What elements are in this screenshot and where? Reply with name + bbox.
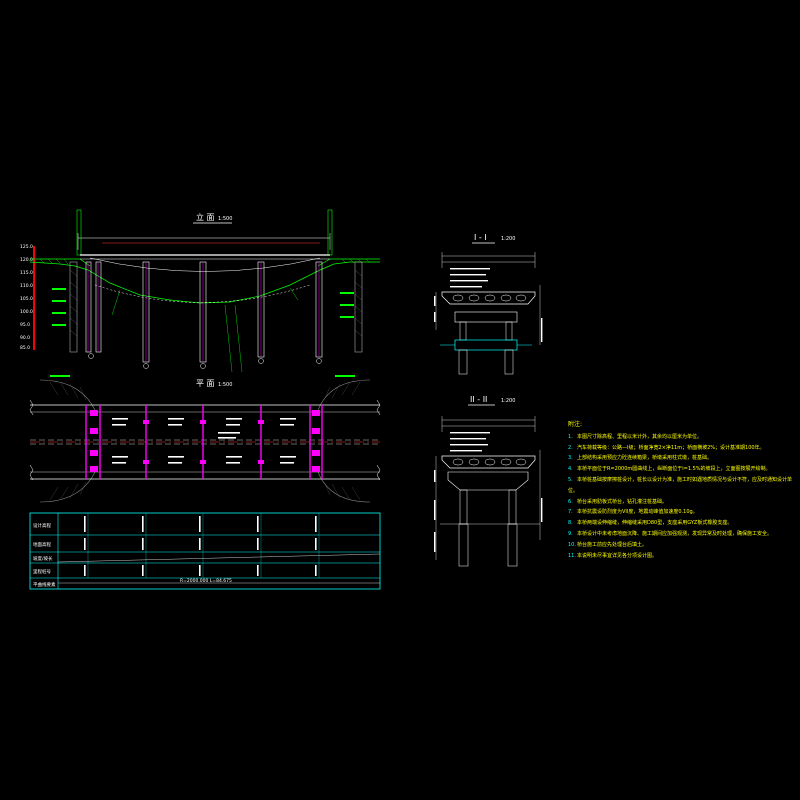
elevation-scale-bar: 125.0 120.0 115.0 110.0 105.0 100.0 95.0… <box>20 244 35 351</box>
elev-axis-label: 110.0 <box>20 283 33 289</box>
left-cone-slope-top <box>39 379 96 411</box>
section1-box-girder <box>441 291 536 305</box>
section2-pier-cap <box>447 471 529 491</box>
elev-axis-label: 85.0 <box>20 345 30 351</box>
notes-heading: 附注: <box>568 421 583 428</box>
general-notes: 附注: 1.本图尺寸除高程、里程以米计外，其余均以厘米为单位。 2.汽车荷载等级… <box>568 420 793 561</box>
section-1-view: I - I 1:200 <box>434 233 543 375</box>
table-row-label: 坡度/坡长 <box>33 555 53 562</box>
section-2-view: II - II 1:200 <box>434 395 543 567</box>
plan-pier-lines <box>85 405 323 479</box>
elev-axis-label: 95.0 <box>20 322 30 328</box>
elev-axis-label: 100.0 <box>20 309 33 315</box>
section1-pier-cap <box>454 311 518 323</box>
deck-profile-curve <box>89 257 321 272</box>
right-abutment <box>354 261 363 353</box>
note-item: 6.桥台采用肋板式桥台，钻孔灌注桩基础。 <box>568 498 668 505</box>
elevation-title: 立 面 <box>196 212 215 222</box>
table-row-label: 地面高程 <box>33 541 51 548</box>
section1-title: I - I <box>474 233 487 242</box>
right-cone-slope-bottom <box>317 471 371 503</box>
plan-view: 平 面 1:500 <box>29 379 381 503</box>
right-cone-slope-top <box>317 379 371 411</box>
plan-title: 平 面 <box>196 379 215 388</box>
note-item: 4.本桥平面位于R=2000m圆曲线上，纵断面位于i=1.5%的坡段上，立面图按… <box>568 466 771 473</box>
section2-title: II - II <box>470 395 487 404</box>
road-embankment-right <box>317 258 380 267</box>
section1-scale: 1:200 <box>501 236 515 242</box>
elev-axis-label: 120.0 <box>20 257 33 263</box>
note-item: 9.本桥设计中未考虑地面沉降、施工期间应加强观测，发现异常及时处理，确保施工安全… <box>568 530 773 537</box>
note-item: 1.本图尺寸除高程、里程以米计外，其余均以厘米为单位。 <box>568 433 703 440</box>
elev-axis-label: 115.0 <box>20 270 33 276</box>
note-item: 7.本桥抗震设防烈度为VII度，地震动峰值加速度0.10g。 <box>568 509 698 516</box>
elev-axis-label: 90.0 <box>20 335 30 341</box>
section2-scale: 1:200 <box>501 398 515 404</box>
note-item: 2.汽车荷载等级：公路—I级；桥面净宽2×净11m；桥面横坡2%；设计基准期10… <box>568 444 765 451</box>
profile-table: 设计高程 地面高程 坡度/坡长 里程桩号 平曲线要素 R=2000.000 L=… <box>29 512 381 590</box>
section1-pile-cap <box>454 339 518 351</box>
left-abutment-marker <box>76 209 82 256</box>
note-item: 5.本桥桩基础按摩擦桩设计，桩长以设计为准，施工时如遇地质情况与设计不符，应及时… <box>568 476 793 494</box>
ground-line <box>29 261 380 304</box>
table-row-label: 平曲线要素 <box>33 581 56 588</box>
elevation-view: 立 面 1:500 125.0 120.0 115.0 110.0 105.0 … <box>20 209 380 377</box>
curve-elements-text: R=2000.000 L=84.675 <box>180 578 232 584</box>
note-item: 11.本说明未尽事宜详见各分项设计图。 <box>568 552 658 559</box>
section2-box-girder <box>441 455 536 469</box>
elevation-scale: 1:500 <box>218 216 232 222</box>
plan-scale: 1:500 <box>218 382 232 388</box>
note-item: 10.桥台施工前应先处理台后填土。 <box>568 541 648 548</box>
elev-axis-label: 105.0 <box>20 296 33 302</box>
left-abutment <box>69 261 78 353</box>
pier-columns <box>85 261 323 363</box>
elev-axis-label: 125.0 <box>20 244 33 250</box>
left-cone-slope-bottom <box>39 471 96 503</box>
riverbed-line <box>94 284 311 303</box>
table-row-label: 设计高程 <box>33 522 51 529</box>
note-item: 3.上部结构采用预应力砼连续箱梁，桥墩采用柱式墩，桩基础。 <box>568 455 713 462</box>
table-row-label: 里程桩号 <box>33 568 51 575</box>
note-item: 8.本桥两端设伸缩缝，伸缩缝采用D80型，支座采用GYZ板式橡胶支座。 <box>568 520 733 527</box>
